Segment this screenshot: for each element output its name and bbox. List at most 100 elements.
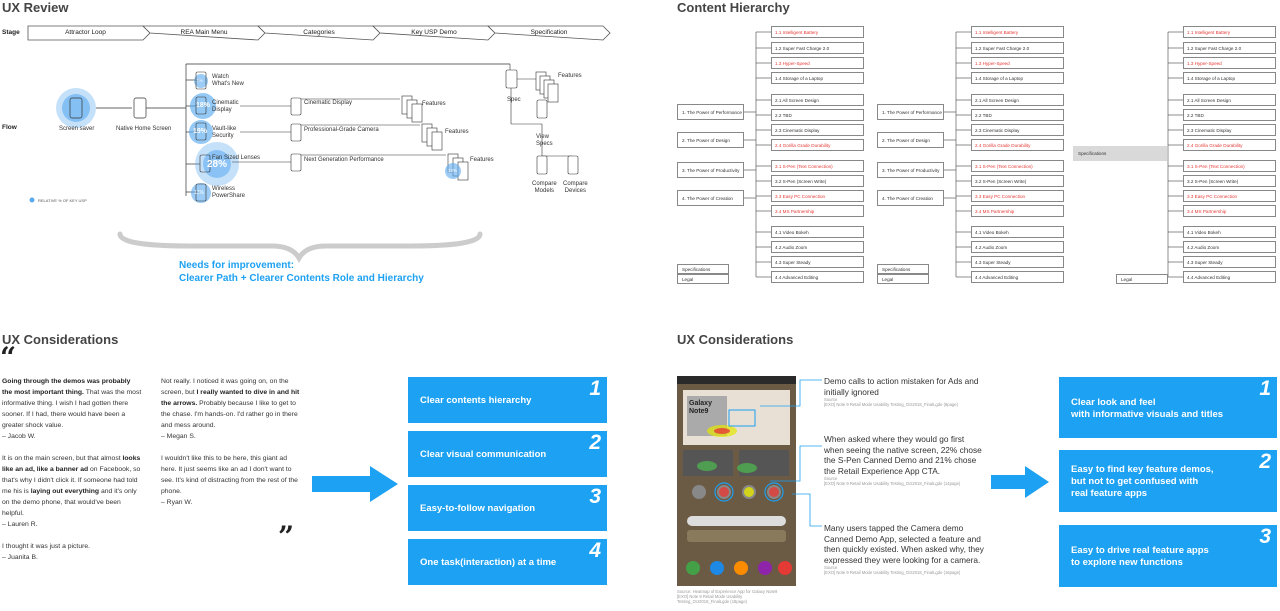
features-stack-2 (421, 123, 443, 151)
hierarchy-item: 2.4 Gorilla Grade Durability (771, 139, 864, 151)
ux-review-title: UX Review (2, 0, 69, 15)
category-performance: Next Generation Performance (304, 157, 384, 163)
consideration-right-box-3: Easy to drive real feature apps to explo… (1059, 525, 1277, 587)
features-stack-1 (401, 95, 423, 123)
hierarchy-specifications-highlight: Specifications (1073, 146, 1167, 161)
hierarchy-item: 1.2 Super Fast Charge 2.0 (971, 42, 1064, 54)
phone-title: Galaxy Note9 (689, 400, 712, 415)
right-arrow-icon-2 (991, 466, 1049, 498)
ux-considerations-left-title: UX Considerations (2, 332, 119, 347)
improvement-text: Clearer Path + Clearer Contents Role and… (179, 273, 424, 284)
hierarchy-item: 2.2 TBD (1183, 109, 1276, 121)
content-hierarchy-title: Content Hierarchy (677, 0, 790, 15)
improvement-title: Needs for improvement: (179, 260, 295, 271)
hierarchy-item: 4.1 Video Bokeh (771, 226, 864, 238)
hierarchy-item: 3.3 Easy PC Connection (1183, 190, 1276, 202)
hierarchy-specifications: Specifications (877, 264, 929, 274)
hierarchy-item: 2.2 TBD (971, 109, 1064, 121)
features-label-3: Features (470, 157, 494, 163)
legend-text: RELATIVE % OF KEY USP (38, 198, 87, 203)
hierarchy-item: 3.4 MS Partnership (1183, 205, 1276, 217)
hierarchy-item: 1.1 Intelligent Battery (771, 26, 864, 38)
hierarchy-item: 3.1 S-Pen (Text Connection) (771, 160, 864, 172)
hierarchy-item: 2.2 TBD (771, 109, 864, 121)
hierarchy-item: 3.2 S-Pen (Screen Write) (971, 175, 1064, 187)
hierarchy-item: 4.3 Super Steady (971, 256, 1064, 268)
menu-label-watch: Watch What's New (212, 74, 244, 87)
hierarchy-item: 4.2 Audio Zoom (971, 241, 1064, 253)
hierarchy-item: 4.2 Audio Zoom (1183, 241, 1276, 253)
improvement-brace (117, 231, 483, 263)
compare-models-phone (536, 155, 548, 175)
quote-close-icon: ” (278, 520, 295, 553)
menu-heat-2 (190, 93, 216, 119)
stage-rea-main-menu: REA Main Menu (180, 29, 228, 36)
stage-arrow-5 (487, 25, 611, 41)
hierarchy-connectors (744, 31, 1183, 278)
hierarchy-legal: Legal (1116, 274, 1168, 284)
consideration-right-box-1: Clear look and feel with informative vis… (1059, 377, 1277, 438)
stage-arrow-3 (257, 25, 381, 41)
insight-3-text: Many users tapped the Camera demo Canned… (824, 523, 984, 565)
hierarchy-item: 1.1 Intelligent Battery (1183, 26, 1276, 38)
hierarchy-item: 4.3 Super Steady (1183, 256, 1276, 268)
insight-3-source: Source [EXO] Note 9 Retail Mode Usabilit… (824, 565, 961, 575)
stage-categories: Categories (303, 29, 335, 36)
ux-review-flow-diagram (27, 25, 611, 263)
hierarchy-item: 4.4 Advanced Editing (1183, 271, 1276, 283)
hierarchy-section-1: 1. The Power of Performance (877, 104, 944, 120)
hierarchy-item: 4.4 Advanced Editing (971, 271, 1064, 283)
hierarchy-item: 1.2 Super Fast Charge 2.0 (771, 42, 864, 54)
compare-devices-label: Compare Devices (563, 181, 588, 194)
hierarchy-item: 3.3 Easy PC Connection (971, 190, 1064, 202)
native-home-label: Native Home Screen (116, 126, 172, 132)
hierarchy-item: 2.4 Gorilla Grade Durability (971, 139, 1064, 151)
menu-pct-2: 18% (196, 102, 211, 109)
hierarchy-item: 1.3 Hyper-Speed (1183, 57, 1276, 69)
quote-open-icon: “ (0, 341, 17, 374)
spec-label: Spec (507, 97, 521, 103)
stage-arrow-1 (27, 25, 151, 41)
hierarchy-section-4: 4. The Power of Creation (877, 190, 944, 206)
hierarchy-item: 4.3 Super Steady (771, 256, 864, 268)
hierarchy-item: 3.4 MS Partnership (771, 205, 864, 217)
hierarchy-item: 3.1 S-Pen (Text Connection) (1183, 160, 1276, 172)
hierarchy-item: 1.1 Intelligent Battery (971, 26, 1064, 38)
hierarchy-item: 1.4 Storage of a Laptop (1183, 72, 1276, 84)
stage-arrow-4 (372, 25, 496, 41)
insight-1-source: Source [EXO] Note 9 Retail Mode Usabilit… (824, 397, 958, 407)
hierarchy-item: 1.3 Hyper-Speed (971, 57, 1064, 69)
hierarchy-item: 4.2 Audio Zoom (771, 241, 864, 253)
hierarchy-item: 2.4 Gorilla Grade Durability (1183, 139, 1276, 151)
quote-megan: Not really. I noticed it was going on, o… (161, 378, 300, 440)
hierarchy-item: 4.1 Video Bokeh (1183, 226, 1276, 238)
quotes-column-2: Not really. I noticed it was going on, o… (161, 376, 301, 519)
screen-saver-heat-inner (62, 94, 90, 122)
phone-caption: Source: Heatmap of Experience App for Ga… (677, 589, 778, 604)
quote-lauren: It is on the main screen, but that almos… (2, 455, 141, 528)
stage-specification: Specification (530, 29, 568, 36)
compare-models-label: Compare Models (532, 181, 557, 194)
hierarchy-item: 3.3 Easy PC Connection (771, 190, 864, 202)
compare-devices-phone (567, 155, 579, 175)
hierarchy-item: 1.4 Storage of a Laptop (971, 72, 1064, 84)
view-specs-phone (536, 99, 548, 119)
menu-heat-1 (194, 74, 208, 88)
right-arrow-icon (312, 466, 398, 502)
stage-bar (27, 25, 611, 41)
quote-ryan: I wouldn't like this to be here, this gi… (161, 455, 298, 506)
stage-arrow-2 (142, 25, 266, 41)
hierarchy-section-1: 1. The Power of Performance (677, 104, 744, 120)
consideration-right-box-2: Easy to find key feature demos, but not … (1059, 450, 1277, 512)
insight-2-text: When asked where they would go first whe… (824, 434, 982, 476)
stage-attractor-loop: Attractor Loop (65, 29, 106, 36)
category-cinematic-display: Cinematic Display (304, 100, 353, 106)
menu-pct-1: 7% (196, 78, 203, 83)
hierarchy-item: 4.4 Advanced Editing (771, 271, 864, 283)
quote-jacob: Going through the demos was probably the… (2, 378, 142, 440)
spec-features-label: Features (558, 73, 582, 79)
insight-2-source: Source [EXO] Note 9 Retail Mode Usabilit… (824, 476, 961, 486)
menu-heat-3 (189, 120, 213, 144)
hierarchy-item: 2.3 Cinematic Display (971, 124, 1064, 136)
